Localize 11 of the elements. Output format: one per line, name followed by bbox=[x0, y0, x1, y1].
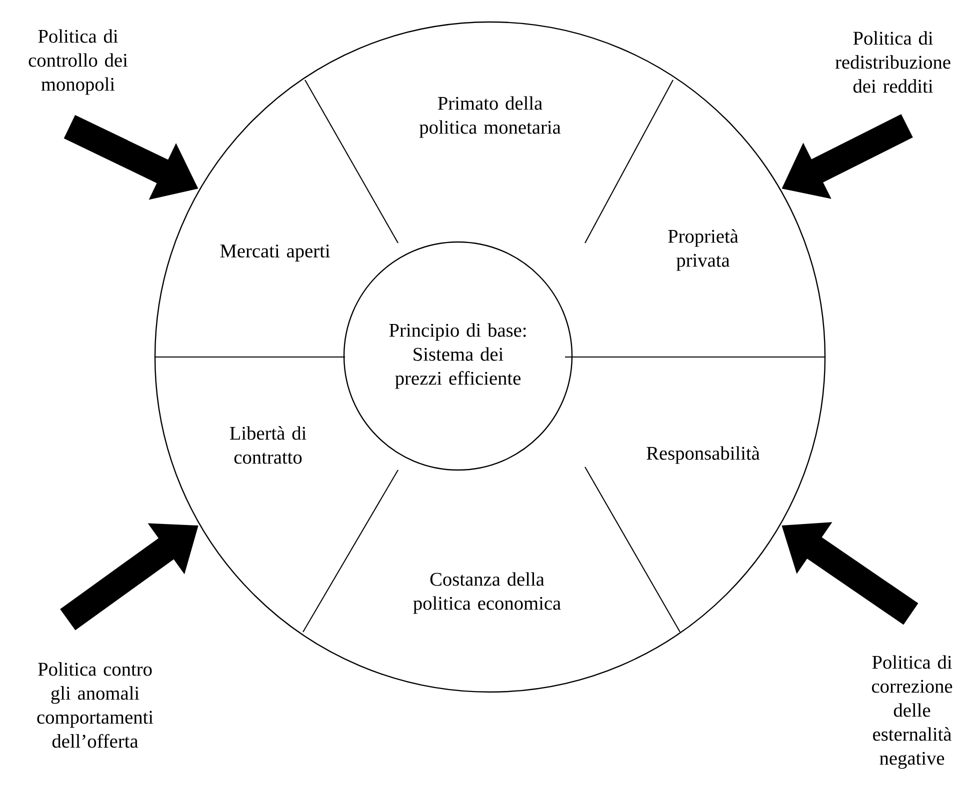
label-text: Politica di controllo dei monopoli bbox=[28, 29, 128, 95]
label-text: Primato della politica monetaria bbox=[419, 96, 561, 138]
label-text: Politica di redistribuzione dei redditi bbox=[835, 31, 950, 93]
label-text: Politica di correzione delle esternalità negative bbox=[872, 655, 952, 769]
label-text: Libertà di contratto bbox=[230, 426, 306, 464]
label-text: Mercati aperti bbox=[220, 244, 330, 262]
label-text: Politica contro gli anomali comportamenti dell’offerta bbox=[37, 662, 154, 748]
outer-ring bbox=[154, 21, 826, 693]
label-text: Costanza della politica economica bbox=[413, 572, 561, 614]
label-text: Proprietà privata bbox=[668, 229, 738, 271]
label-text: Responsabilità bbox=[646, 446, 760, 464]
